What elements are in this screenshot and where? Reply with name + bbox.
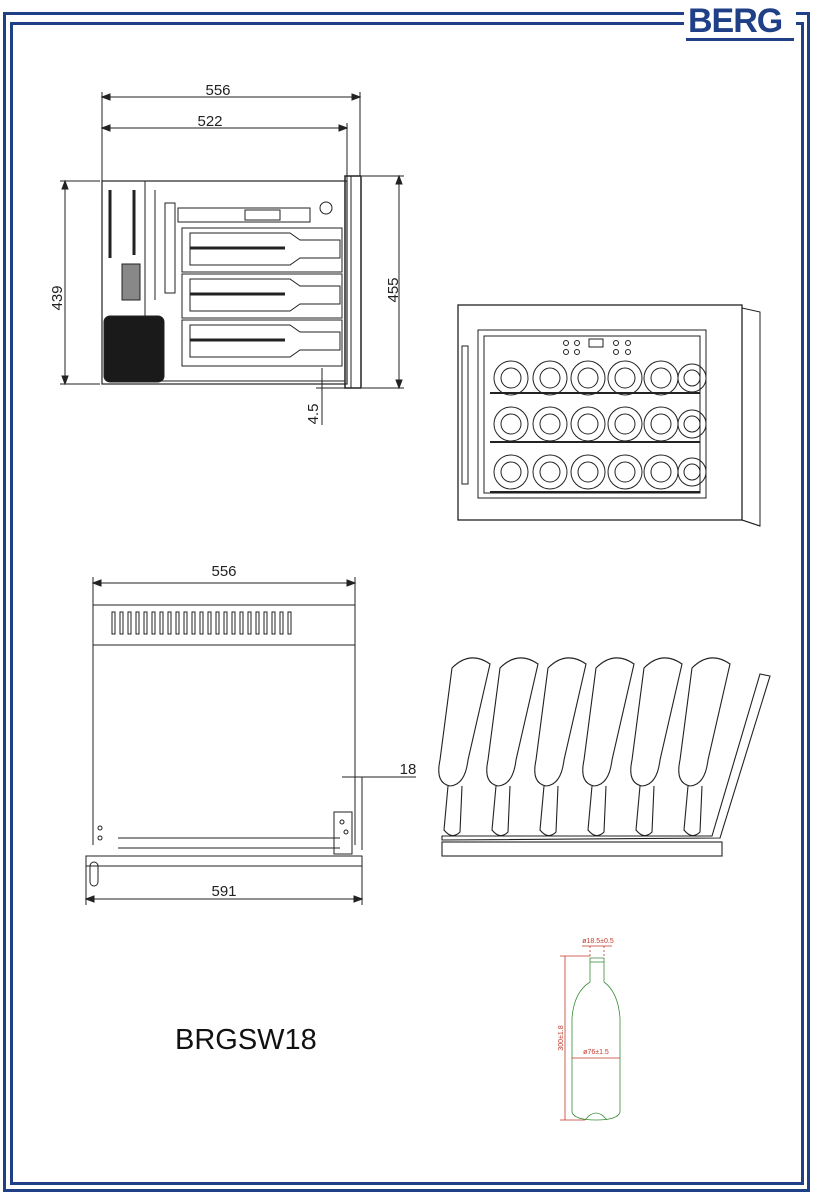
shelf-bottles (438, 657, 731, 837)
dim-439: 439 (49, 285, 66, 310)
dim-591: 591 (211, 883, 236, 900)
bottle-height: 300±1.8 (558, 1025, 565, 1050)
front-view (457, 304, 761, 527)
model-name: BRGSW18 (175, 1024, 317, 1056)
dim-18: 18 (400, 761, 417, 778)
dim-556-side: 556 (205, 82, 230, 99)
dim-556-top: 556 (211, 563, 236, 580)
front-bottles (493, 360, 707, 490)
side-bottle-rows (181, 227, 343, 367)
top-view (84, 577, 416, 905)
brand-logo-text: BERG (688, 2, 783, 40)
brand-logo: BERG (684, 2, 796, 42)
shelf-view (438, 657, 771, 857)
side-view (60, 92, 404, 425)
dim-455: 455 (385, 277, 402, 302)
dim-4-5: 4.5 (305, 404, 322, 425)
brand-logo-underline (686, 38, 794, 41)
bottle-drawing (560, 945, 621, 1121)
page-border-outer (3, 12, 810, 1192)
bottle-neck-diameter: ø18.5±0.5 (582, 938, 614, 945)
page-border-inner (10, 22, 804, 1185)
vent-slots (111, 611, 292, 635)
dim-522-side: 522 (197, 113, 222, 130)
bottle-body-diameter: ø76±1.5 (583, 1049, 609, 1056)
